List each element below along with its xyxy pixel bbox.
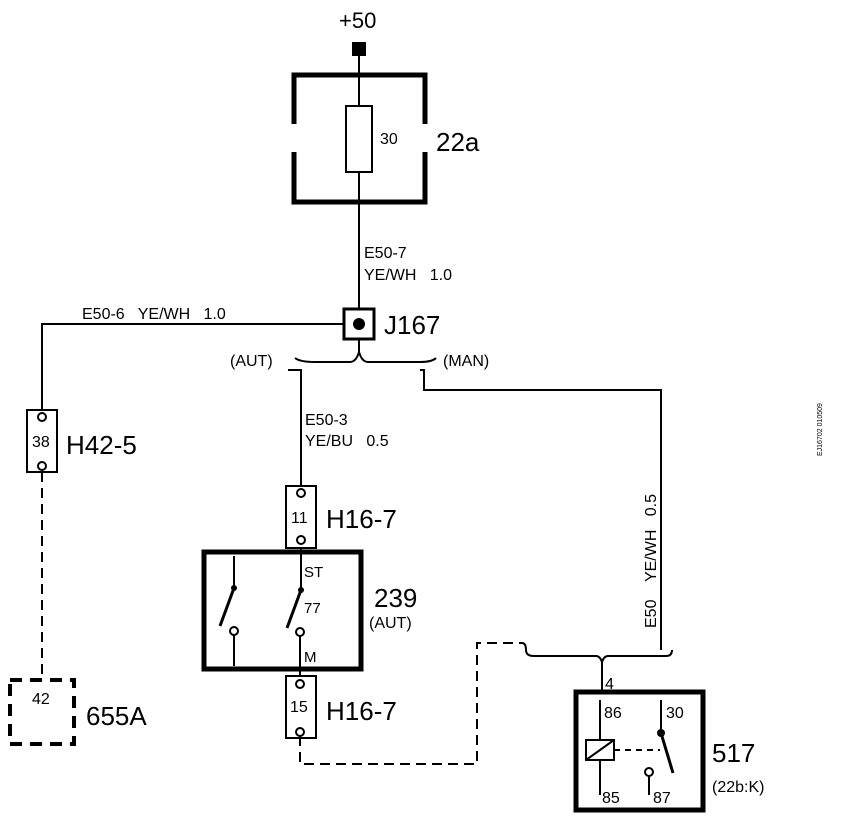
switch-pin-77: 77 [304, 600, 321, 617]
switch-contact-left [218, 587, 236, 627]
branch-man-label: (MAN) [443, 353, 489, 370]
relay-pin-86: 86 [604, 705, 622, 722]
switch-terminal-right [295, 627, 305, 637]
wire-e50-6 [41, 323, 344, 412]
relay-517-location: (22b:K) [712, 779, 764, 796]
fuse-box-id: 22a [436, 127, 480, 157]
wire-e50-right [420, 369, 662, 650]
branch-brace-curve [294, 348, 437, 363]
connector-h16-top-id: H16-7 [326, 504, 397, 534]
connector-h42-5: 38 H42-5 [26, 409, 137, 473]
supply-terminal: +50 [339, 8, 376, 75]
connector-h16-bottom-pin-b [295, 727, 305, 737]
switch-239: ST 77 M 239 (AUT) [201, 548, 417, 684]
wire-mid-spec: YE/BU 0.5 [305, 433, 389, 450]
fuse-box-22a: 30 22a [288, 72, 480, 205]
component-655a: 42 655A [8, 678, 147, 746]
relay-coil-diagonal [585, 739, 615, 761]
relay-input-brace [521, 642, 673, 666]
wire-left-label: E50-6 YE/WH 1.0 [82, 306, 226, 323]
supply-label: +50 [339, 8, 376, 33]
connector-h42-pin-bottom [37, 461, 47, 471]
relay-517: 4 86 30 85 87 517 (22b:K) [573, 662, 764, 813]
component-655a-outline [8, 678, 76, 746]
fuse-box-gap-left [288, 124, 300, 152]
fuse-symbol [345, 105, 373, 173]
wire-top-code: E50-7 [364, 245, 407, 262]
connector-h42-id: H42-5 [66, 430, 137, 460]
component-655a-id: 655A [86, 701, 147, 731]
relay-pin-87: 87 [653, 790, 671, 807]
relay-input-pin: 4 [605, 676, 614, 693]
splice-id: J167 [384, 310, 440, 340]
doc-reference: EJ16702 010509 [817, 403, 824, 456]
relay-contact-arm [659, 732, 675, 774]
connector-h16-7-top: 11 H16-7 [285, 485, 397, 549]
switch-contact-right [285, 589, 303, 629]
splice-j167: J167 [342, 307, 440, 341]
switch-pin-st: ST [304, 564, 323, 581]
connector-h16-top-pin-number: 11 [291, 510, 308, 527]
wire-right-label: E50 YE/WH 0.5 [643, 494, 660, 628]
relay-contact-87-terminal [644, 767, 654, 777]
relay-pin-30: 30 [666, 705, 684, 722]
branch-aut-label: (AUT) [230, 353, 273, 370]
switch-pivot-right [298, 587, 304, 593]
branch-brace: (AUT) (MAN) [230, 339, 489, 370]
relay-517-id: 517 [712, 738, 755, 768]
switch-239-outline [201, 549, 364, 672]
switch-terminal-left [229, 626, 239, 636]
wire-mid-code: E50-3 [305, 412, 348, 429]
switch-pivot-left [231, 585, 237, 591]
connector-h16-top-pin-a [296, 488, 306, 498]
switch-pin-m: M [304, 649, 317, 666]
connector-h16-bottom-pin-a [295, 679, 305, 689]
connector-h42-pin-top [37, 412, 47, 422]
relay-pin-85: 85 [602, 790, 620, 807]
connector-h42-pin-number: 38 [32, 434, 50, 451]
switch-239-sub: (AUT) [369, 615, 412, 632]
connector-h16-bottom-id: H16-7 [326, 696, 397, 726]
fuse-number: 30 [380, 131, 398, 148]
connector-h16-top-pin-b [296, 535, 306, 545]
wire-top-spec: YE/WH 1.0 [364, 267, 452, 284]
wire-e50-3 [288, 369, 302, 488]
splice-dot [353, 318, 365, 330]
switch-239-id: 239 [374, 583, 417, 613]
component-655a-pin: 42 [32, 691, 50, 708]
fuse-box-gap-right [419, 124, 431, 152]
connector-h16-7-bottom: 15 H16-7 [285, 675, 397, 739]
wire-h16-to-relay-dashed [299, 642, 522, 765]
supply-terminal-square [352, 42, 366, 56]
connector-h16-bottom-pin-number: 15 [290, 699, 308, 716]
